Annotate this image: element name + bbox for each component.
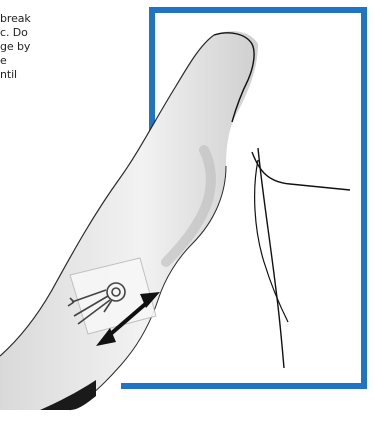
arm-shape — [0, 31, 350, 410]
instruction-text-fragment: break c. Do ge by e ntil — [0, 12, 118, 82]
